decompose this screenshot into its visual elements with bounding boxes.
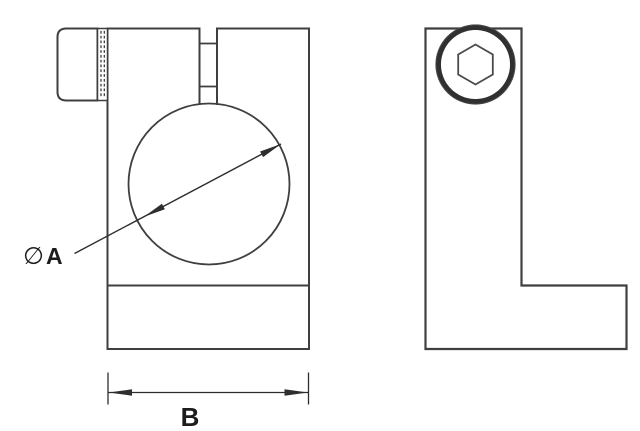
width-arrowhead-right — [284, 389, 308, 396]
diameter-symbol-label: ∅ — [23, 243, 44, 270]
knurl-texture — [100, 30, 105, 100]
width-letter-label: B — [181, 402, 200, 431]
side-view — [424, 24, 628, 351]
knurl-band — [96, 27, 109, 102]
socket-screw-head — [435, 24, 516, 105]
width-arrowhead-left — [108, 389, 132, 396]
diameter-arrowhead-lower — [144, 203, 165, 217]
screw-head-silhouette — [56, 27, 99, 102]
diameter-dimension-line — [74, 143, 282, 255]
clamp-body-outline — [106, 27, 310, 350]
bore-circle — [127, 102, 291, 266]
width-extension-lines — [107, 372, 310, 405]
side-profile-outline — [424, 27, 628, 351]
diameter-dimension — [74, 143, 282, 255]
screw-head-outer-circle — [435, 24, 516, 105]
diameter-letter-label: A — [46, 243, 63, 269]
front-view — [56, 27, 310, 350]
knurled-ring-icon — [436, 25, 515, 104]
screw-shank-lines — [198, 42, 218, 88]
hex-socket-icon — [457, 43, 494, 86]
width-dimension — [107, 372, 310, 405]
clamp-slit — [198, 27, 218, 105]
diameter-arrowhead-upper — [260, 144, 281, 158]
